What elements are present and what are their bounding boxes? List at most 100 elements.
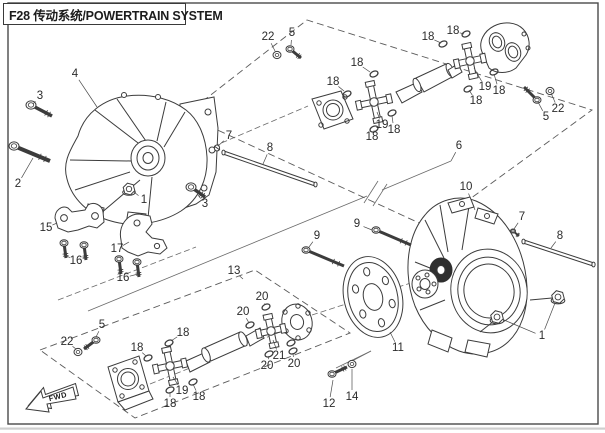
leader-line — [141, 352, 147, 357]
leader-line — [473, 67, 482, 82]
front-propshaft-assembly-box — [184, 19, 593, 229]
callout-19: 19 — [479, 81, 492, 93]
leader-line — [468, 89, 473, 96]
callout-18: 18 — [193, 391, 206, 403]
leader-line — [264, 303, 266, 306]
callout-19: 19 — [176, 385, 189, 397]
callout-22: 22 — [552, 103, 565, 115]
callout-1: 1 — [141, 194, 147, 206]
callout-18: 18 — [351, 57, 364, 69]
leader-line — [268, 355, 270, 360]
callout-16: 16 — [70, 255, 83, 267]
callout-6: 6 — [456, 140, 462, 152]
callout-18: 18 — [177, 327, 190, 339]
callout-8: 8 — [267, 142, 273, 154]
callout-7: 7 — [226, 130, 232, 142]
leader-line — [329, 379, 334, 398]
callout-1: 1 — [539, 330, 545, 342]
front-propshaft — [311, 22, 531, 130]
leader-line — [503, 319, 536, 334]
callout-9: 9 — [314, 230, 320, 242]
callout-18: 18 — [388, 124, 401, 136]
hardware-parts — [8, 30, 566, 394]
callout-9: 9 — [354, 218, 360, 230]
callout-18: 18 — [164, 398, 177, 410]
callout-18: 18 — [327, 76, 340, 88]
leader-line — [272, 339, 277, 350]
callout-12: 12 — [323, 398, 336, 410]
callout-14: 14 — [346, 391, 359, 403]
callout-18: 18 — [366, 131, 379, 143]
leader-line — [72, 346, 77, 350]
callout-13: 13 — [228, 265, 241, 277]
leader-line — [537, 101, 544, 111]
leader-line — [95, 331, 100, 338]
callout-10: 10 — [460, 181, 473, 193]
leader-line — [513, 222, 519, 230]
fwd-arrow: FWD — [25, 382, 80, 413]
leader-line — [544, 302, 556, 330]
callout-3: 3 — [202, 198, 208, 210]
callout-16: 16 — [117, 272, 130, 284]
callout-21: 21 — [273, 350, 286, 362]
callout-18: 18 — [447, 25, 460, 37]
leader-line — [52, 222, 58, 226]
callout-17: 17 — [111, 243, 124, 255]
callout-5: 5 — [289, 27, 295, 39]
leader-line — [468, 193, 476, 211]
callout-15: 15 — [40, 222, 53, 234]
leader-line — [217, 140, 225, 147]
leader-line — [246, 317, 250, 324]
plug-part — [213, 144, 221, 152]
leader-line — [550, 241, 557, 249]
leader-line — [363, 226, 373, 231]
leader-line — [21, 157, 34, 179]
page-bottom-shadow — [0, 427, 605, 430]
leader-line — [64, 254, 71, 258]
callout-8: 8 — [557, 230, 563, 242]
mount-bracket-17 — [119, 213, 168, 257]
leader-line — [129, 273, 139, 277]
callout-20: 20 — [288, 358, 301, 370]
callout-22: 22 — [61, 336, 74, 348]
callout-4: 4 — [72, 68, 79, 80]
fastener-guide-lines — [335, 350, 372, 369]
leader-line — [391, 115, 394, 124]
callout-18: 18 — [422, 31, 435, 43]
leader-line — [459, 32, 465, 35]
rear-propshaft-assembly-box — [39, 269, 351, 419]
leader-line — [270, 43, 276, 52]
leader-line — [197, 194, 201, 199]
callout-3: 3 — [37, 90, 43, 102]
leader-line — [122, 241, 130, 246]
fwd-arrow-label: FWD — [48, 390, 68, 403]
callout-18: 18 — [470, 95, 483, 107]
diagram-title-box: F28 传动系统/POWERTRAIN SYSTEM — [3, 3, 223, 25]
leader-line — [434, 39, 442, 44]
leader-line — [376, 111, 380, 119]
leader-line — [550, 92, 556, 103]
leader-line — [389, 331, 396, 342]
leader-line — [308, 241, 314, 248]
leader-line — [192, 383, 197, 391]
leader-line — [338, 86, 345, 92]
leader-line — [450, 152, 457, 162]
callout-11: 11 — [392, 342, 404, 354]
break-leader-line — [87, 160, 452, 312]
leader-line — [362, 66, 371, 73]
front-gearbox — [65, 92, 219, 227]
shift-rod-front — [221, 149, 318, 188]
leader-line — [82, 256, 86, 259]
callout-22: 22 — [262, 31, 275, 43]
callout-18: 18 — [493, 85, 506, 97]
leader-line — [32, 101, 36, 105]
callout-20: 20 — [256, 291, 269, 303]
callout-19: 19 — [376, 119, 389, 131]
callout-5: 5 — [543, 111, 549, 123]
leader-line — [78, 79, 98, 108]
callout-7: 7 — [519, 211, 525, 223]
leader-line — [133, 191, 139, 196]
leader-line — [238, 275, 244, 280]
